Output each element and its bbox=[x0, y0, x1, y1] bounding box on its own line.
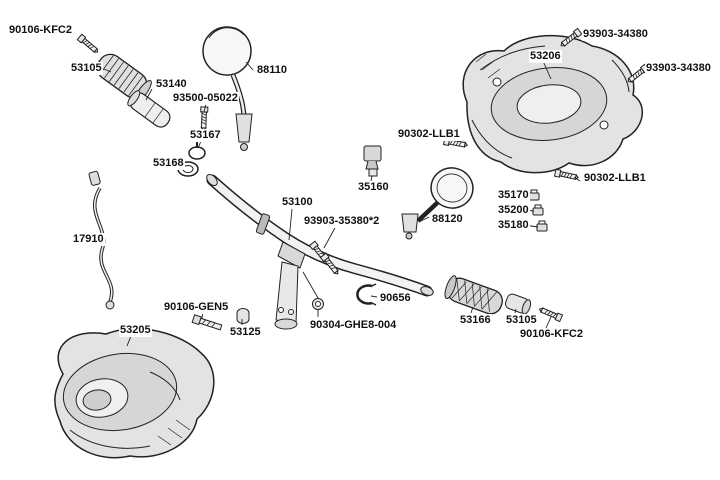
part-label-53166: 53166 bbox=[459, 314, 492, 327]
part-label-88120: 88120 bbox=[431, 213, 464, 226]
part-label-90106-gen5: 90106-GEN5 bbox=[163, 301, 230, 314]
part-clip-35170 bbox=[528, 189, 540, 201]
part-label-90106-kfc2-left: 90106-KFC2 bbox=[8, 24, 73, 37]
part-screw-90106-kfc2-left bbox=[76, 33, 101, 56]
part-label-53206: 53206 bbox=[529, 50, 562, 63]
part-label-35160: 35160 bbox=[357, 181, 390, 194]
part-washer-90304-ghe8-004 bbox=[312, 298, 324, 310]
part-clamp-53167 bbox=[188, 141, 206, 160]
part-handlebar-53100 bbox=[206, 173, 434, 330]
part-lever-bracket-detail bbox=[255, 213, 271, 235]
part-label-35200: 35200 bbox=[497, 204, 530, 217]
part-clamp-90656 bbox=[356, 283, 377, 306]
part-label-93903-34380-right: 93903-34380 bbox=[645, 62, 712, 75]
part-bar-end-53140 bbox=[127, 90, 171, 128]
part-mirror-right-88120 bbox=[401, 167, 474, 240]
part-grip-right-53166 bbox=[444, 275, 503, 315]
part-label-90656: 90656 bbox=[379, 292, 412, 305]
part-grip-cap-53105 bbox=[505, 293, 532, 315]
part-label-88110: 88110 bbox=[256, 64, 288, 77]
part-nut-53125 bbox=[236, 308, 250, 324]
part-clip-35180 bbox=[536, 220, 548, 232]
part-label-93903-34380-top: 93903-34380 bbox=[582, 28, 649, 41]
part-label-93500-05022: 93500-05022 bbox=[172, 92, 239, 105]
part-label-17910: 17910 bbox=[72, 233, 105, 246]
part-front-cover-53205 bbox=[54, 328, 215, 459]
part-bolt-90106-gen5 bbox=[191, 314, 223, 331]
part-label-35180: 35180 bbox=[497, 219, 530, 232]
part-label-90304-ghe8-004: 90304-GHE8-004 bbox=[309, 319, 398, 332]
part-clip-35200 bbox=[532, 204, 544, 216]
part-label-53125: 53125 bbox=[229, 326, 262, 339]
part-throttle-cable-17910 bbox=[88, 170, 115, 310]
part-label-53105-left: 53105 bbox=[70, 62, 103, 75]
part-rear-cover-53206 bbox=[462, 34, 643, 174]
part-mirror-left-88110 bbox=[202, 26, 253, 151]
part-label-90302-llb1-left: 90302-LLB1 bbox=[397, 128, 461, 141]
part-screw-90302-llb1-right bbox=[554, 168, 580, 182]
part-label-53105-right: 53105 bbox=[505, 314, 538, 327]
part-label-90106-kfc2-right: 90106-KFC2 bbox=[519, 328, 584, 341]
part-label-53168: 53168 bbox=[152, 157, 185, 170]
part-label-90302-llb1-right: 90302-LLB1 bbox=[583, 172, 647, 185]
part-label-53167: 53167 bbox=[189, 129, 222, 142]
part-label-53100: 53100 bbox=[281, 196, 314, 209]
part-label-35170: 35170 bbox=[497, 189, 530, 202]
part-label-53140: 53140 bbox=[155, 78, 188, 91]
part-label-53205: 53205 bbox=[119, 324, 152, 337]
part-switch-35160 bbox=[363, 145, 382, 177]
part-label-93903-35380: 93903-35380*2 bbox=[303, 215, 381, 228]
